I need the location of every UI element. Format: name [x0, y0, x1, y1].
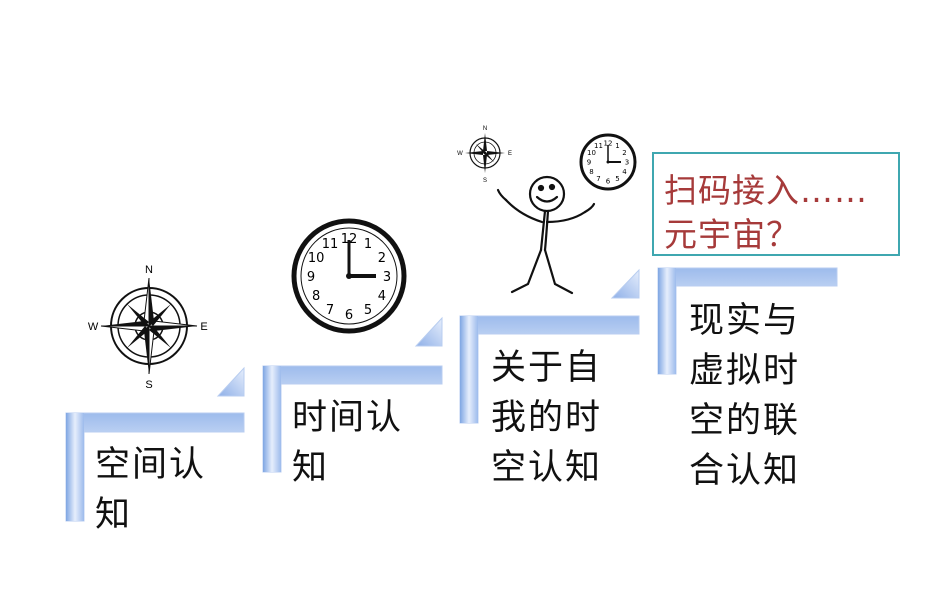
svg-text:S: S [483, 178, 487, 184]
clock-numeral: 11 [322, 237, 339, 252]
callout-line-2: 元宇宙？ [664, 215, 800, 254]
clock-numeral: 4 [622, 168, 627, 176]
small-compass-icon: N S W E [457, 126, 512, 184]
compass-west-label: W [88, 321, 99, 333]
clock-numeral: 7 [596, 175, 600, 183]
compass-south-label: S [145, 379, 152, 391]
step-3-label: 关于自 我的时 空认知 [491, 348, 603, 488]
clock-numeral: 1 [615, 142, 619, 150]
clock-numeral: 6 [606, 178, 611, 186]
clock-numeral: 6 [345, 308, 353, 323]
clock-numeral: 5 [615, 175, 619, 183]
compass-east-label: E [200, 321, 207, 333]
metaverse-callout-box: 扫码接入…… 元宇宙？ [652, 152, 900, 256]
compass-north-label: N [145, 264, 153, 276]
clock-numeral: 2 [378, 251, 386, 266]
stick-figure-juggling-icon [496, 175, 596, 295]
step-2-bracket [262, 316, 443, 473]
clock-numeral: 7 [326, 303, 334, 318]
clock-numeral: 10 [587, 149, 596, 157]
clock-numeral: 5 [364, 303, 372, 318]
clock-numeral: 4 [378, 289, 386, 304]
step-4-label: 现实与 虚拟时 空的联 合认知 [689, 301, 801, 491]
step-4-bracket [657, 267, 838, 375]
svg-text:N: N [483, 126, 487, 132]
clock-numeral: 2 [622, 149, 626, 157]
step-1-bracket [65, 366, 245, 522]
clock-numeral: 3 [625, 159, 629, 167]
step-2-label: 时间认 知 [292, 398, 404, 488]
clock-numeral: 12 [341, 232, 358, 247]
clock-numeral: 1 [364, 237, 372, 252]
clock-numeral: 10 [308, 251, 325, 266]
callout-line-1: 扫码接入…… [664, 171, 868, 210]
clock-numeral: 12 [604, 140, 613, 148]
clock-numeral: 9 [307, 270, 315, 285]
compass-icon: N S W E [88, 264, 208, 391]
clock-numeral: 11 [594, 142, 603, 150]
clock-numeral: 9 [587, 159, 591, 167]
clock-numeral: 3 [383, 270, 391, 285]
clock-numeral: 8 [589, 168, 593, 176]
svg-text:W: W [457, 151, 463, 157]
step-3-bracket [459, 268, 640, 424]
svg-text:E: E [508, 151, 512, 157]
clock-numeral: 8 [312, 289, 320, 304]
step-1-label: 空间认 知 [95, 445, 207, 535]
